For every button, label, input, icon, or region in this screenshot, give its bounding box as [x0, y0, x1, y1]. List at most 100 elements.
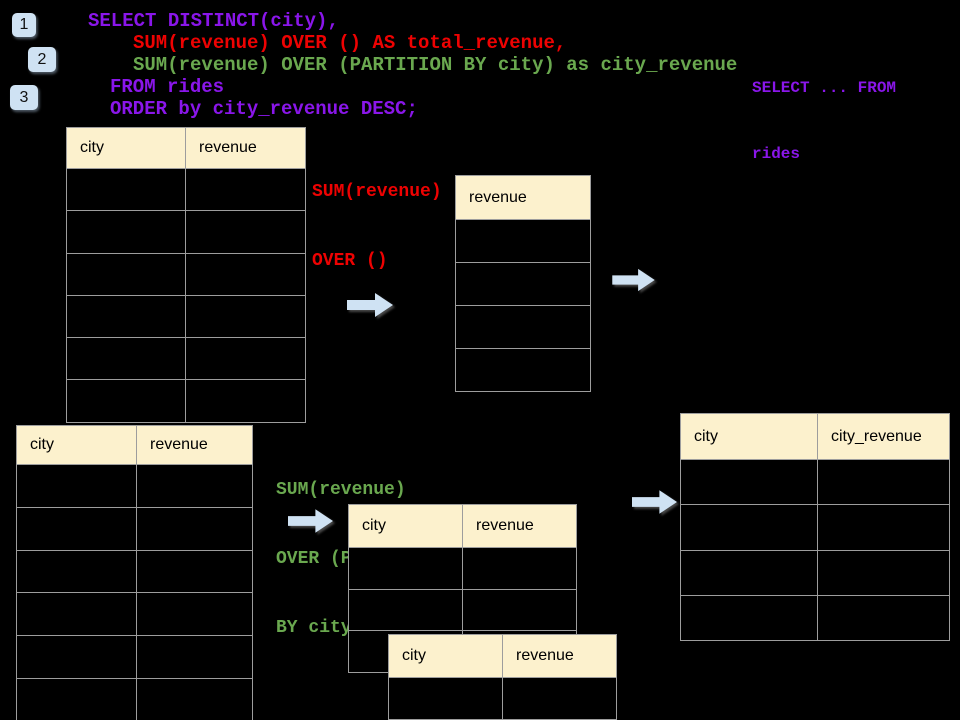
empty-cell [186, 254, 305, 295]
table-row [681, 549, 949, 595]
table-header-row: city city_revenue [681, 414, 949, 459]
empty-cell [137, 679, 252, 720]
sql-line-total-revenue: SUM(revenue) OVER () AS total_revenue, [133, 32, 567, 54]
table-row [67, 294, 305, 338]
table-row [17, 506, 252, 550]
step-badge-1: 1 [12, 13, 36, 37]
sql-line-city-revenue: SUM(revenue) OVER (PARTITION BY city) as… [133, 54, 738, 76]
table-row [681, 504, 949, 550]
empty-cell [67, 211, 186, 253]
sql-line-from: FROM rides [110, 76, 225, 98]
empty-cell [137, 636, 252, 678]
step-badge-3: 3 [10, 85, 38, 110]
side-note-select-from-rides: SELECT ... FROM rides [752, 33, 896, 209]
table-total-revenue-result: revenue [455, 175, 591, 392]
table-row [17, 549, 252, 593]
empty-cell [137, 551, 252, 593]
empty-cell [17, 465, 137, 507]
table-partition-overlay: city revenue [388, 634, 617, 720]
column-header-revenue: revenue [516, 647, 574, 664]
table-row [17, 635, 252, 678]
side-note-line1: SELECT ... FROM [752, 79, 897, 97]
side-note-line2: rides [752, 145, 801, 163]
column-header-revenue: revenue [199, 139, 257, 156]
table-row [67, 210, 305, 253]
empty-cell [186, 296, 305, 337]
empty-cell [349, 548, 463, 589]
empty-cell [456, 306, 590, 348]
table-row [67, 168, 305, 211]
sql-line-select: SELECT DISTINCT(city), [88, 10, 339, 32]
table-header-row: city revenue [17, 426, 252, 464]
empty-cell [137, 593, 252, 635]
column-header-city: city [349, 505, 463, 547]
empty-cell [17, 636, 137, 678]
column-header-revenue: revenue [150, 436, 208, 453]
empty-cell [456, 349, 590, 391]
annotation-partition-line1: SUM(revenue) [276, 480, 406, 500]
column-header-city_revenue: city_revenue [831, 427, 922, 445]
empty-cell [67, 380, 186, 422]
empty-cell [186, 169, 305, 210]
empty-cell [349, 589, 463, 631]
step-badge-2: 2 [28, 47, 56, 72]
table-row [349, 588, 576, 631]
empty-cell [17, 593, 137, 636]
column-header-revenue: revenue [469, 188, 527, 206]
table-source-rides-bottom: city revenue [16, 425, 253, 720]
annotation-total-line2: OVER () [312, 251, 388, 271]
table-row [67, 379, 305, 422]
table-row [17, 677, 252, 720]
empty-cell [818, 505, 949, 549]
empty-cell [137, 465, 252, 507]
annotation-sum-over-total: SUM(revenue) OVER () [312, 135, 442, 319]
empty-cell [818, 460, 949, 504]
table-header-row: city revenue [389, 635, 616, 677]
empty-cell [67, 253, 186, 295]
empty-cell [186, 338, 305, 379]
empty-cell [17, 678, 137, 720]
table-row [17, 592, 252, 636]
column-header-city: city [17, 426, 137, 464]
table-row [456, 262, 590, 305]
empty-cell [17, 550, 137, 593]
empty-cell [67, 338, 186, 380]
column-header-city: city [389, 635, 503, 677]
empty-cell [681, 460, 818, 505]
empty-cell [186, 380, 305, 421]
empty-cell [186, 211, 305, 252]
empty-cell [681, 595, 818, 641]
table-header-row: revenue [456, 176, 590, 219]
annotation-total-line1: SUM(revenue) [312, 182, 442, 202]
table-row [67, 337, 305, 380]
table-city-revenue-result: city city_revenue [680, 413, 950, 642]
empty-cell [818, 596, 949, 640]
column-header-revenue: revenue [476, 517, 534, 534]
empty-cell [17, 507, 137, 550]
table-row [349, 547, 576, 589]
table-row [681, 594, 949, 641]
empty-cell [463, 548, 576, 589]
empty-cell [67, 169, 186, 211]
table-row [456, 348, 590, 391]
empty-cell [681, 550, 818, 595]
empty-cell [818, 551, 949, 595]
column-header-city: city [681, 414, 818, 459]
empty-cell [463, 590, 576, 631]
table-header-row: city revenue [349, 505, 576, 547]
table-row [17, 464, 252, 507]
table-row [456, 219, 590, 262]
arrow-right-icon [288, 509, 333, 533]
empty-cell [389, 678, 503, 719]
table-row [389, 677, 616, 719]
empty-cell [456, 263, 590, 305]
empty-cell [67, 295, 186, 338]
table-row [456, 305, 590, 348]
arrow-right-icon [612, 268, 655, 292]
empty-cell [681, 505, 818, 550]
table-row [681, 459, 949, 505]
sql-line-order-by: ORDER by city_revenue DESC; [110, 98, 418, 120]
